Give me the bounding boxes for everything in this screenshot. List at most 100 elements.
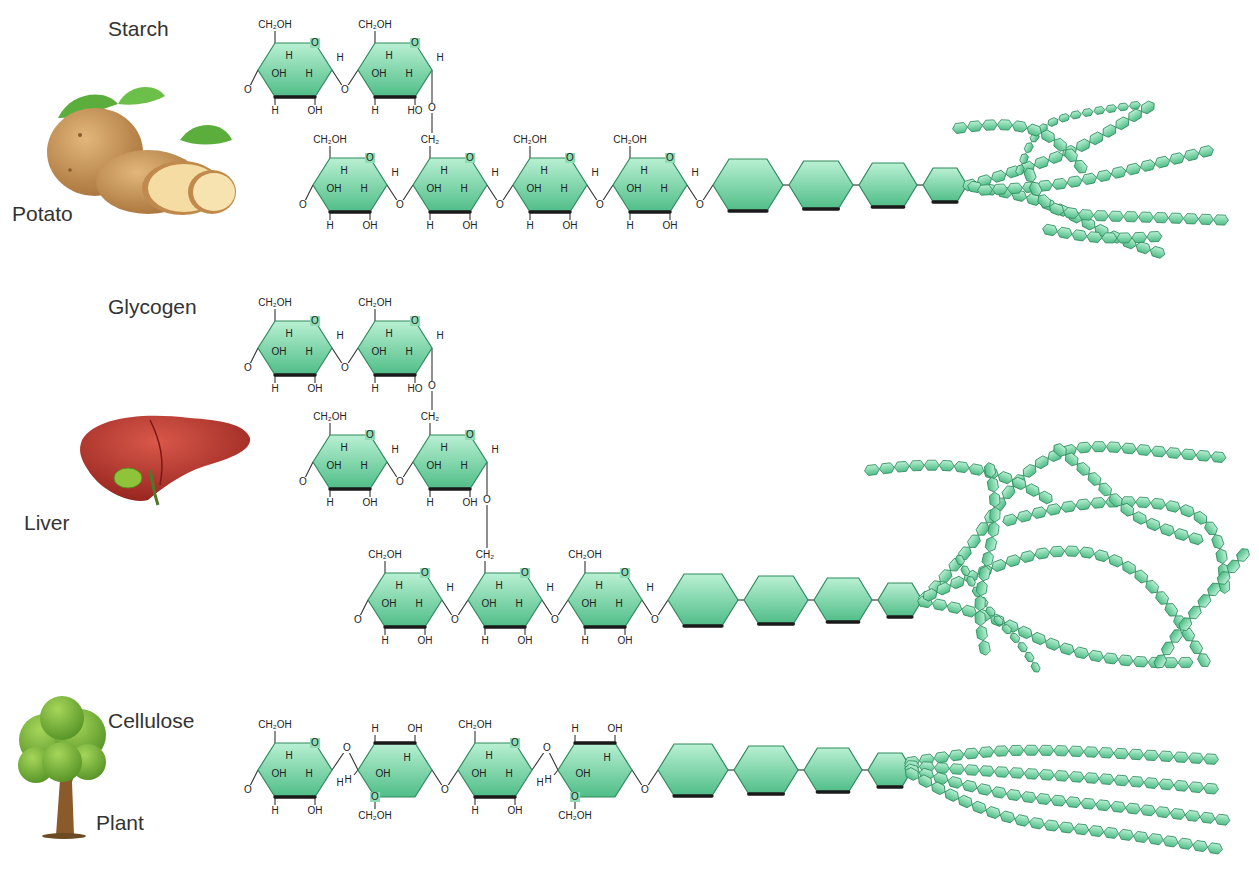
- glucose-chain: [1015, 101, 1141, 176]
- glucose-ring: [430, 487, 470, 491]
- bond-line: [853, 184, 859, 185]
- glucose-chain: [994, 767, 1010, 778]
- glucose-chain: [1023, 651, 1035, 664]
- atom-label: OH: [426, 184, 443, 194]
- bond-line: [917, 184, 923, 185]
- glucose-chain: [1088, 825, 1104, 837]
- glucose-chain: [1091, 442, 1106, 452]
- atom-label: O: [410, 316, 420, 326]
- glucose-chain: [924, 460, 939, 470]
- bond-line: [554, 770, 558, 775]
- atom-label: H: [645, 583, 654, 593]
- atom-label: OH: [481, 599, 498, 609]
- glucose-chain: [977, 145, 1214, 196]
- glucose-ring: [368, 573, 442, 627]
- glucose-ring: [258, 321, 332, 375]
- atom-label: O: [395, 477, 405, 487]
- glucose-chain: [977, 185, 993, 196]
- glucose-chain: [1177, 838, 1193, 850]
- glucose-chain: [1047, 150, 1065, 165]
- glucose-chain: [864, 464, 880, 476]
- glucose-ring: [358, 321, 432, 375]
- glucose-chain: [947, 776, 964, 790]
- atom-label: O: [450, 615, 460, 625]
- glucose-ring: [358, 43, 432, 97]
- glucose-chain: [1042, 224, 1162, 243]
- glucose-chain: [1069, 746, 1084, 757]
- glucose-chain: [1138, 212, 1153, 222]
- glucose-ring: [575, 741, 615, 745]
- atom-label: H: [484, 751, 493, 761]
- bond-line: [584, 561, 585, 573]
- atom-label: H: [659, 184, 668, 194]
- glucose-chain: [1083, 747, 1098, 758]
- glucose-ring: [888, 615, 912, 619]
- atom-label: OH: [326, 184, 343, 194]
- glucose-chain: [1188, 782, 1204, 793]
- glucose-chain: [1162, 835, 1178, 847]
- glucose-ring: [749, 792, 784, 796]
- atom-label: OH: [471, 769, 488, 779]
- glucose-chain: [1058, 113, 1071, 123]
- glucose-chain: [1143, 750, 1159, 761]
- bond-line: [738, 599, 744, 600]
- glucose-chain: [1026, 123, 1043, 137]
- glucose-chain: [1030, 661, 1042, 674]
- glucose-chain: [1024, 482, 1042, 498]
- glucose-ring: [630, 210, 670, 214]
- atom-label: O: [243, 363, 253, 373]
- glucose-chain: [1090, 497, 1106, 508]
- potato-picture: [47, 87, 236, 215]
- glucose-ring: [375, 741, 415, 745]
- atom-label: CH₂OH: [567, 550, 602, 560]
- glucose-chain: [1173, 528, 1190, 542]
- atom-label: OH: [326, 461, 343, 471]
- atom-label: O: [570, 792, 580, 802]
- atom-label: CH₂: [475, 550, 495, 560]
- glucose-ring: [827, 620, 858, 624]
- glucose-chain: [1106, 442, 1122, 453]
- glucose-chain: [1019, 550, 1036, 563]
- bond-line: [629, 146, 630, 158]
- glucose-chain: [985, 536, 998, 553]
- atom-label: H: [343, 775, 352, 785]
- glucose-chain: [939, 460, 955, 471]
- atom-label: H: [425, 221, 434, 231]
- atom-label: O: [650, 615, 660, 625]
- atom-label: CH₂: [420, 135, 440, 145]
- glucose-chain: [1152, 652, 1168, 670]
- atom-label: H: [339, 166, 348, 176]
- atom-label: HO: [407, 384, 424, 394]
- glucose-chain: [1149, 245, 1166, 259]
- atom-label: O: [565, 153, 575, 163]
- glucose-ring: [923, 168, 967, 202]
- glucose-ring: [330, 487, 370, 491]
- atom-label: O: [298, 200, 308, 210]
- atom-label: OH: [362, 221, 379, 231]
- atom-label: CH₂OH: [357, 298, 392, 308]
- tree-picture: [18, 696, 106, 839]
- liver-picture: [150, 470, 158, 505]
- glucose-chain: [1199, 812, 1215, 824]
- glucose-chain: [1014, 814, 1031, 827]
- glucose-chain: [1066, 175, 1082, 187]
- glucose-chain: [1078, 209, 1094, 220]
- glucose-ring: [485, 625, 525, 629]
- glucose-ring: [475, 795, 515, 799]
- glucose-ring: [878, 583, 922, 617]
- glucose-chain: [967, 120, 983, 132]
- polymer-label: Liver: [24, 512, 70, 533]
- atom-label: O: [482, 495, 492, 505]
- glucose-chain: [1087, 231, 1103, 242]
- atom-label: H: [270, 106, 279, 116]
- bond-line: [798, 769, 804, 770]
- atom-label: OH: [407, 724, 424, 734]
- glucose-chain: [1117, 103, 1129, 111]
- glucose-chain: [1049, 546, 1065, 557]
- atom-label: H: [325, 498, 334, 508]
- glucose-chain: [1131, 510, 1149, 526]
- atom-label: O: [298, 477, 308, 487]
- glucose-chain: [987, 476, 999, 492]
- glucose-chain: [1214, 814, 1230, 826]
- glucose-chain: [1110, 166, 1127, 179]
